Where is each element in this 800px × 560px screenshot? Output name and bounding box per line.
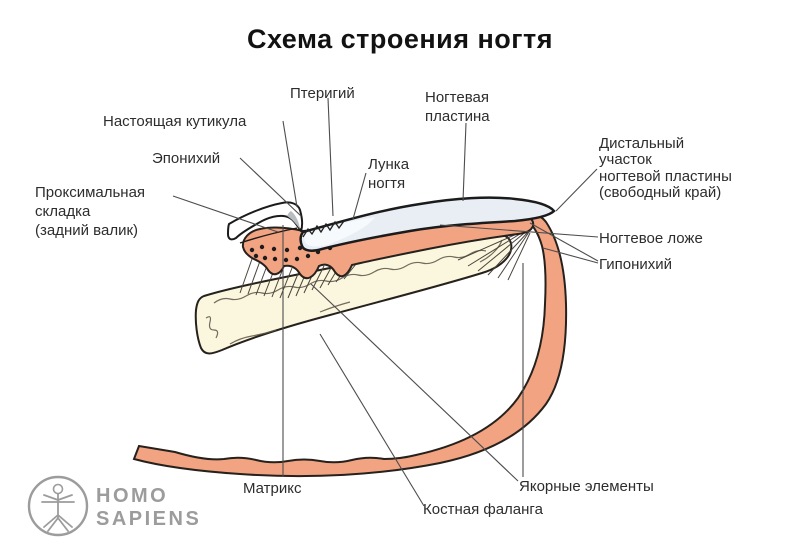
leader-proximal-fold [172, 195, 279, 233]
label-pterygium: Птеригий [290, 85, 355, 102]
leader-bone-phalanx [319, 333, 425, 507]
page-title: Схема строения ногтя [246, 24, 554, 54]
leader-nail-plate [462, 122, 467, 202]
label-distal-free-edge: Дистальный участок ногтевой пластины (св… [599, 135, 732, 202]
leader-hyponychium-upper [529, 222, 599, 262]
lunula-highlight [304, 217, 375, 247]
leader-eponychium [239, 157, 302, 217]
anchor-striations-right [457, 228, 531, 281]
label-anchor-elements: Якорные элементы [519, 478, 654, 495]
leader-hyponychium-lower [542, 247, 599, 264]
cuticle-shade-shape [287, 211, 300, 229]
leader-lines [172, 97, 599, 507]
label-hyponychium: Гипонихий [599, 256, 673, 273]
label-nail-plate: Ногтевая пластина [425, 89, 490, 126]
pterygium-spikes [302, 220, 345, 238]
bone-texture-lines [205, 239, 503, 345]
label-eponychium: Эпонихий [152, 150, 221, 167]
leader-pterygium [327, 97, 334, 217]
vitruvian-man-icon [27, 475, 89, 537]
logo-sapiens-text: SAPIENS [96, 508, 202, 530]
fingertip-skin-shape [132, 213, 568, 478]
leader-true-cuticle [282, 120, 298, 208]
label-proximal-fold: Проксимальная складка (задний валик) [35, 184, 146, 240]
leader-anchors-diagonal [310, 283, 519, 482]
label-matrix: Матрикс [243, 480, 302, 497]
leader-nail-bed [439, 224, 599, 238]
leader-lunula [352, 172, 367, 220]
logo-homo-text: HOMO [96, 485, 169, 507]
label-nail-bed: Ногтевое ложе [599, 230, 703, 247]
label-bone-phalanx: Костная фаланга [423, 501, 543, 518]
fold-crease-line [239, 227, 298, 244]
label-true-cuticle: Настоящая кутикула [103, 113, 247, 130]
label-lunula: Лунка ногтя [368, 156, 410, 193]
leader-distal-free-edge [555, 168, 598, 212]
nail-plate-shape [299, 196, 556, 252]
